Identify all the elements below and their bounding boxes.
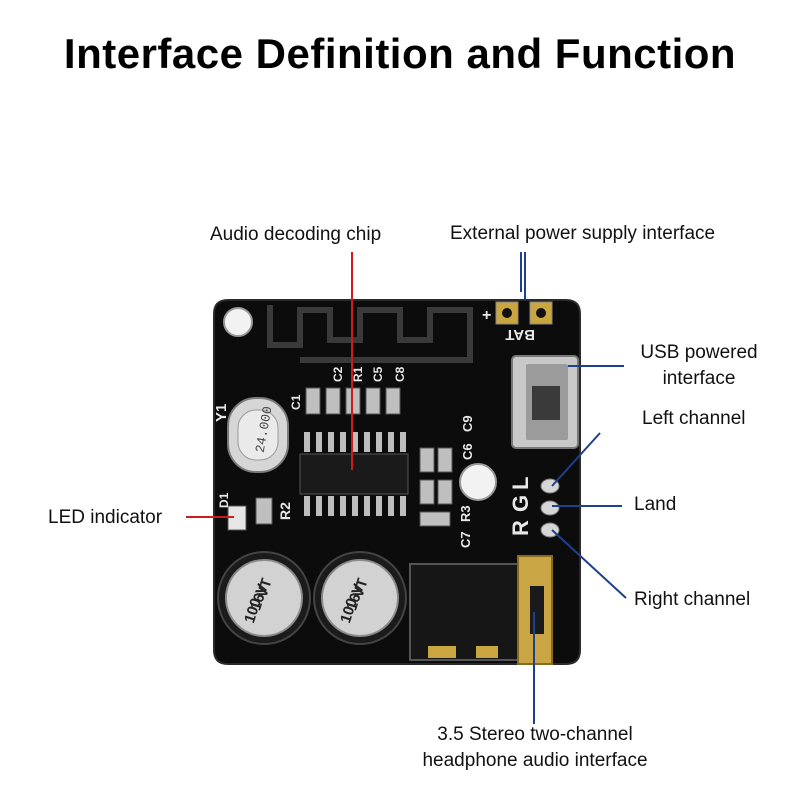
electrolytic-capacitor xyxy=(217,551,311,645)
cap1-marking-1: 100 xyxy=(241,596,265,625)
cap1-marking-3: VT xyxy=(254,576,276,599)
headphone-jack xyxy=(409,555,553,665)
pointer-right-channel xyxy=(551,529,627,599)
antenna-trace xyxy=(267,305,473,363)
r2-resistor xyxy=(255,497,273,525)
label-led-indicator: LED indicator xyxy=(48,507,163,528)
silk-c7: C7 xyxy=(458,531,473,548)
silk-c9: C9 xyxy=(460,415,475,432)
label-usb-line1: USB powered xyxy=(640,342,758,363)
silk-r3: R3 xyxy=(458,505,473,522)
label-jack-line1: 3.5 Stereo two-channel xyxy=(437,724,633,745)
silk-d1: D1 xyxy=(217,492,231,508)
silk-g: G xyxy=(508,495,533,512)
mounting-hole xyxy=(459,463,497,501)
label-usb-line2: interface xyxy=(662,368,736,389)
silk-c2: C2 xyxy=(331,366,345,382)
label-jack-line2: headphone audio interface xyxy=(422,750,648,771)
silk-l: L xyxy=(508,477,533,490)
silk-c6: C6 xyxy=(460,443,475,460)
label-usb-powered: USB powered interface xyxy=(624,340,774,392)
diagram-title: Interface Definition and Function xyxy=(63,30,737,77)
silk-r2: R2 xyxy=(277,502,293,520)
silk-c1: C1 xyxy=(289,394,303,410)
label-land: Land xyxy=(634,494,677,515)
audio-decoding-chip xyxy=(299,432,409,516)
label-external-power: External power supply interface xyxy=(450,223,716,244)
cap2-marking-1: 100 xyxy=(337,596,361,625)
label-left-channel: Left channel xyxy=(642,408,746,429)
label-headphone-jack: 3.5 Stereo two-channel headphone audio i… xyxy=(380,722,690,774)
pointer-left-channel xyxy=(551,432,601,487)
silk-c5: C5 xyxy=(371,366,385,382)
electrolytic-capacitor xyxy=(313,551,407,645)
silk-y1: Y1 xyxy=(213,404,230,422)
silk-plus: + xyxy=(482,307,491,324)
cap2-marking-3: VT xyxy=(350,576,372,599)
mounting-hole xyxy=(223,307,253,337)
silk-r1: R1 xyxy=(351,366,365,382)
silk-c8: C8 xyxy=(393,366,407,382)
rgl-pads xyxy=(540,478,560,538)
silk-r: R xyxy=(508,520,533,536)
silk-bat: BAT xyxy=(505,326,535,343)
label-audio-decoding-chip: Audio decoding chip xyxy=(210,224,382,245)
smd-caps-right xyxy=(419,447,453,527)
label-right-channel: Right channel xyxy=(634,589,751,610)
